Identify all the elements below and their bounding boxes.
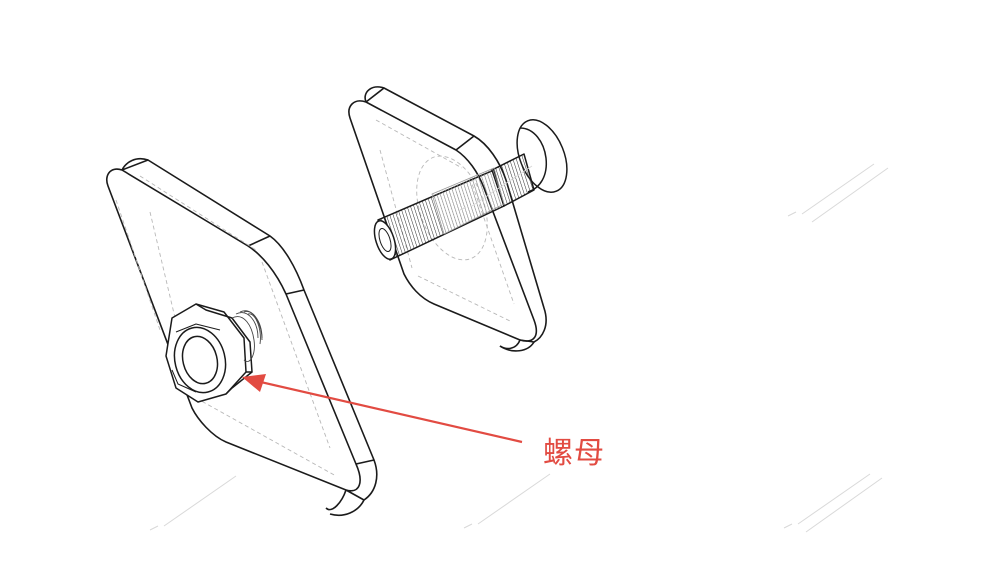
countersunk-bolt (373, 119, 568, 261)
callout-label-nut: 螺母 (543, 436, 605, 471)
hex-nut (165, 303, 263, 403)
callout-arrow (242, 374, 523, 444)
bolt-thread-front (377, 153, 535, 261)
watermark (149, 163, 889, 533)
left-plate (106, 157, 378, 516)
